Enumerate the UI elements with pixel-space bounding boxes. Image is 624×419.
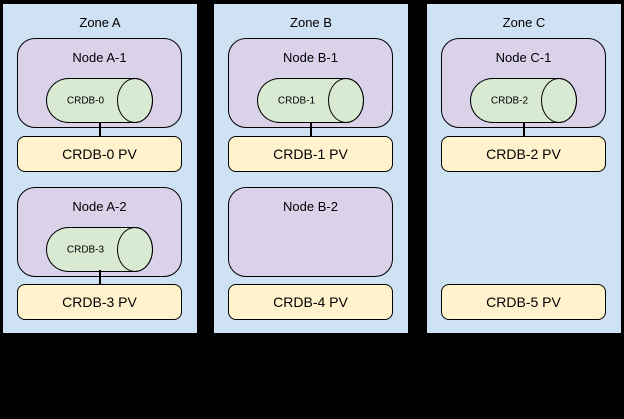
node-title: Node B-1 <box>283 50 338 65</box>
connector <box>99 270 101 285</box>
node-title: Node A-1 <box>72 50 127 65</box>
node-b-1: Node B-1 CRDB-1 <box>228 38 393 128</box>
crdb-5-pv: CRDB-5 PV <box>441 284 606 320</box>
node-a-1: Node A-1 CRDB-0 <box>17 38 182 128</box>
zone-a: Zone A Node A-1 CRDB-0 CRDB-0 PV Node A-… <box>2 3 198 334</box>
crdb-1-pv: CRDB-1 PV <box>228 136 393 172</box>
crdb-2-pv: CRDB-2 PV <box>441 136 606 172</box>
zone-title: Zone C <box>502 15 546 30</box>
cylinder-label: CRDB-1 <box>277 95 316 106</box>
crdb-4-pv: CRDB-4 PV <box>228 284 393 320</box>
node-c-1: Node C-1 CRDB-2 <box>441 38 606 128</box>
crdb-1-cylinder: CRDB-1 <box>257 78 364 123</box>
cylinder-cap <box>117 78 153 123</box>
zone-title: Zone A <box>79 15 121 30</box>
crdb-0-pv: CRDB-0 PV <box>17 136 182 172</box>
cylinder-cap <box>328 78 364 123</box>
cylinder-label: CRDB-2 <box>490 95 529 106</box>
node-title: Node C-1 <box>495 50 552 65</box>
crdb-2-cylinder: CRDB-2 <box>470 78 577 123</box>
crdb-3-pv: CRDB-3 PV <box>17 284 182 320</box>
node-b-2: Node B-2 <box>228 187 393 277</box>
crdb-3-cylinder: CRDB-3 <box>46 227 153 272</box>
node-a-2: Node A-2 CRDB-3 <box>17 187 182 277</box>
zone-title: Zone B <box>290 15 332 30</box>
cylinder-label: CRDB-3 <box>66 244 105 255</box>
connector <box>310 122 312 137</box>
zone-b: Zone B Node B-1 CRDB-1 CRDB-1 PV Node B-… <box>213 3 409 334</box>
connector <box>99 122 101 137</box>
node-title: Node A-2 <box>72 199 127 214</box>
cylinder-label: CRDB-0 <box>66 95 105 106</box>
cylinder-cap <box>117 227 153 272</box>
crdb-0-cylinder: CRDB-0 <box>46 78 153 123</box>
cylinder-cap <box>541 78 577 123</box>
node-title: Node B-2 <box>283 199 338 214</box>
connector <box>523 122 525 137</box>
zone-c: Zone C Node C-1 CRDB-2 CRDB-2 PV CRDB-5 … <box>426 3 622 334</box>
